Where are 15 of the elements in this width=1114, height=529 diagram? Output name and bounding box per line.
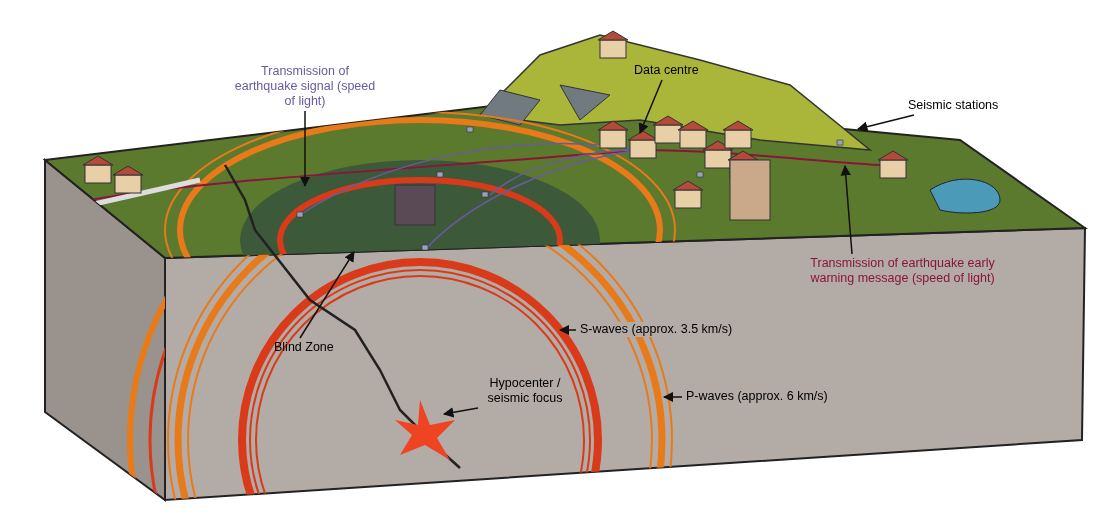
leader-arrow	[840, 164, 853, 255]
leader-arrow	[662, 391, 683, 403]
callout-text: P-waves (approx. 6 km/s)	[684, 389, 830, 404]
leader-arrow	[857, 114, 915, 132]
callout-text: S-waves (approx. 3.5 km/s)	[578, 322, 735, 337]
callout-text: Transmission of earthquake early warning message (speed of light)	[809, 256, 996, 286]
leader-arrow	[638, 79, 663, 134]
leader-arrow	[558, 324, 577, 336]
callout-text: Seismic stations	[908, 98, 1000, 113]
leader-arrow	[442, 407, 479, 418]
leader-arrow	[299, 251, 355, 339]
callout-text: Hypocenter / seismic focus	[486, 376, 564, 406]
callout-text: Data centre	[634, 63, 700, 78]
callout-text: Transmission of earthquake signal (speed of light)	[233, 64, 377, 109]
leader-arrow	[299, 110, 311, 188]
